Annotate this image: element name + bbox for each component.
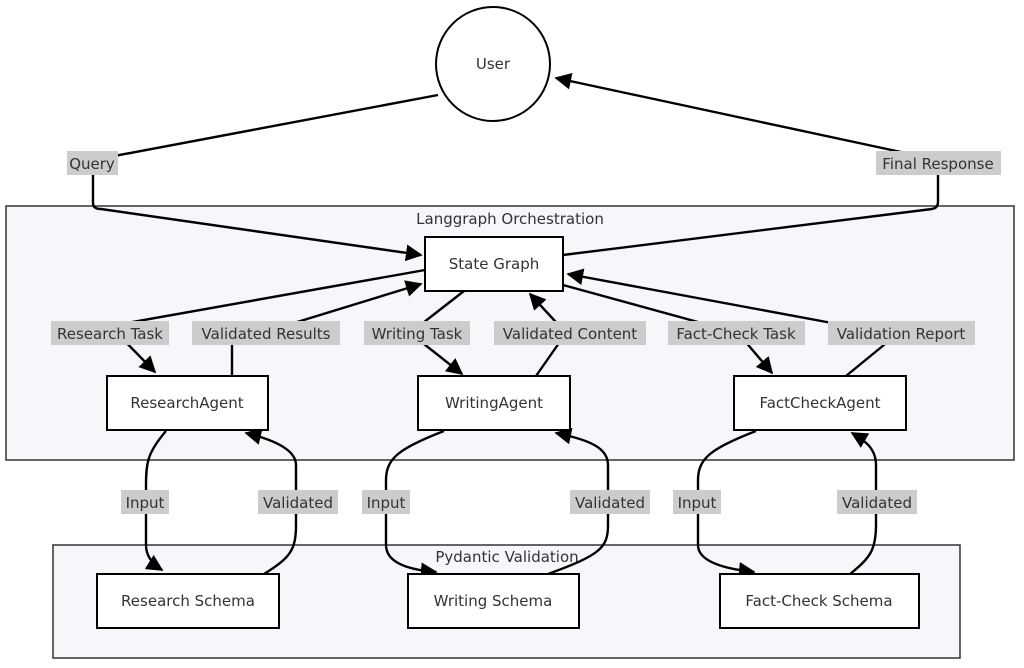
- svg-text:Fact-Check Task: Fact-Check Task: [676, 325, 796, 343]
- cluster-title-validation: Pydantic Validation: [435, 548, 578, 566]
- svg-text:Research Task: Research Task: [57, 325, 163, 343]
- edge-label-factcheck-validated: Validated: [837, 490, 917, 514]
- edge-label-validated-content: Validated Content: [494, 321, 646, 345]
- edge-label-research-validated: Validated: [258, 490, 338, 514]
- edge-writing-validated: [547, 427, 610, 576]
- node-factcheck-agent-label: FactCheckAgent: [759, 394, 880, 412]
- node-research-agent-label: ResearchAgent: [130, 394, 243, 412]
- edge-label-validation-report: Validation Report: [828, 321, 975, 345]
- node-writing-schema[interactable]: Writing Schema: [407, 573, 580, 629]
- node-writing-agent[interactable]: WritingAgent: [417, 375, 571, 431]
- svg-text:Validated: Validated: [575, 494, 645, 512]
- node-state-graph[interactable]: State Graph: [424, 236, 564, 292]
- edge-factcheck-input: [696, 429, 757, 579]
- node-factcheck-agent[interactable]: FactCheckAgent: [733, 375, 907, 431]
- svg-text:Validated Content: Validated Content: [503, 325, 638, 343]
- edge-label-writing-task: Writing Task: [364, 321, 470, 345]
- svg-text:Validated: Validated: [842, 494, 912, 512]
- svg-text:Final Response: Final Response: [882, 155, 993, 173]
- edge-query: [91, 93, 439, 262]
- edge-label-research-input: Input: [121, 490, 169, 514]
- edge-labels: Query Final Response Research Task Valid…: [51, 151, 1001, 514]
- node-user[interactable]: User: [435, 6, 551, 122]
- svg-text:Validated: Validated: [263, 494, 333, 512]
- node-research-schema[interactable]: Research Schema: [96, 573, 280, 629]
- node-writing-schema-label: Writing Schema: [434, 592, 553, 610]
- svg-text:Input: Input: [678, 494, 717, 512]
- svg-text:Writing Task: Writing Task: [372, 325, 463, 343]
- node-user-label: User: [476, 55, 511, 73]
- edge-label-final-response: Final Response: [876, 151, 1001, 175]
- node-research-agent[interactable]: ResearchAgent: [106, 375, 269, 431]
- edge-label-validated-results: Validated Results: [192, 321, 340, 345]
- edge-label-factcheck-input: Input: [673, 490, 721, 514]
- node-factcheck-schema[interactable]: Fact-Check Schema: [719, 573, 920, 629]
- edge-research-input: [144, 430, 167, 572]
- edge-writing-input: [384, 429, 445, 580]
- svg-text:Validation Report: Validation Report: [837, 325, 966, 343]
- svg-text:Input: Input: [126, 494, 165, 512]
- edge-final-response: [554, 72, 940, 257]
- node-writing-agent-label: WritingAgent: [445, 394, 543, 412]
- svg-text:Validated Results: Validated Results: [202, 325, 331, 343]
- node-state-graph-label: State Graph: [449, 255, 539, 273]
- edge-label-writing-validated: Validated: [570, 490, 650, 514]
- node-factcheck-schema-label: Fact-Check Schema: [745, 592, 892, 610]
- svg-text:Input: Input: [367, 494, 406, 512]
- svg-text:Query: Query: [69, 155, 115, 173]
- edge-label-factcheck-task: Fact-Check Task: [668, 321, 805, 345]
- edge-label-research-task: Research Task: [51, 321, 169, 345]
- node-research-schema-label: Research Schema: [121, 592, 255, 610]
- edge-label-query: Query: [67, 151, 118, 175]
- edge-label-writing-input: Input: [362, 490, 410, 514]
- cluster-title-orchestration: Langgraph Orchestration: [416, 210, 604, 228]
